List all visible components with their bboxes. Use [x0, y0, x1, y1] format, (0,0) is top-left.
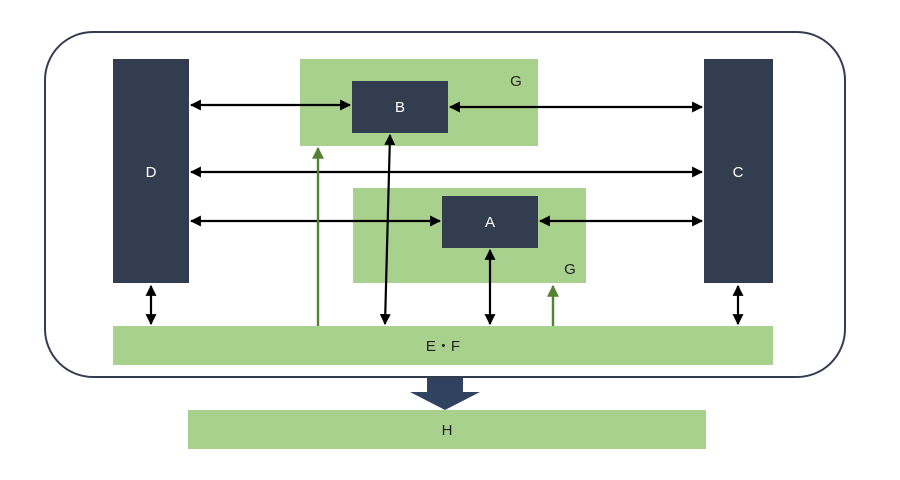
g-region-middle-label: G: [564, 261, 576, 278]
system-frame: [44, 31, 846, 378]
block-b-label: B: [395, 99, 405, 116]
block-c: [704, 59, 773, 283]
block-c-label: C: [733, 164, 744, 181]
block-d-label: D: [146, 164, 157, 181]
h-label: H: [442, 422, 453, 439]
block-a: [442, 196, 538, 248]
block-b: [352, 81, 448, 133]
ef-label: E・F: [426, 338, 460, 355]
g-region-top-label: G: [510, 73, 522, 90]
block-d: [113, 59, 189, 283]
block-a-label: A: [485, 214, 495, 231]
down-block-arrow: [410, 378, 480, 410]
ef-bar: [113, 326, 773, 365]
arrow-b-ef: [379, 133, 396, 326]
h-bar: [188, 410, 706, 449]
